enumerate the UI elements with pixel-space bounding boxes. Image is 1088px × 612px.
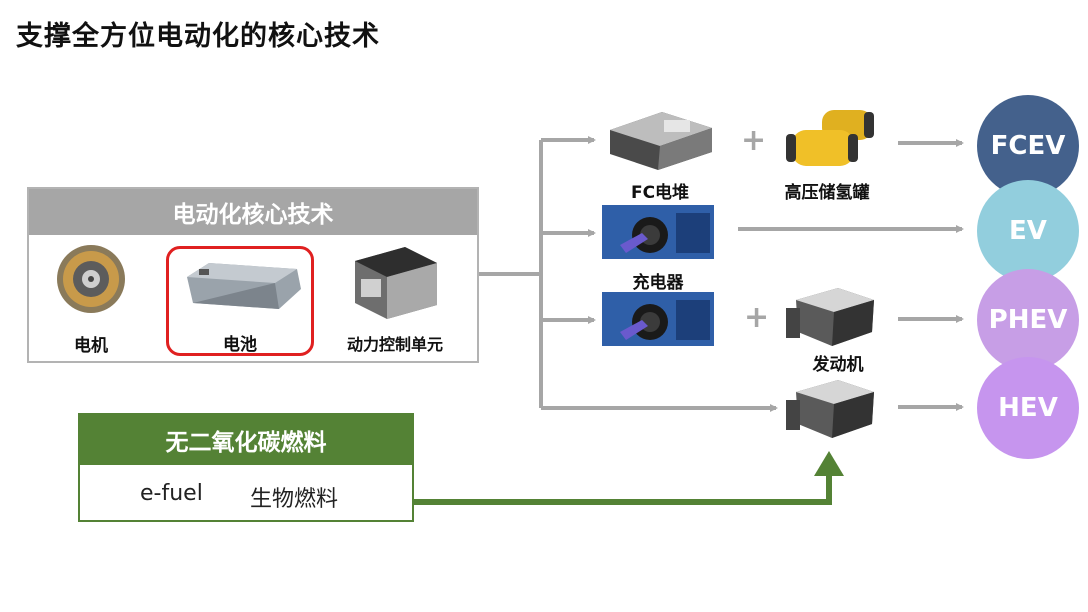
vehicle-ev: EV (977, 180, 1079, 282)
plus-sign-1: + (741, 123, 767, 158)
battery-icon (179, 255, 304, 315)
charger-icon (602, 205, 714, 259)
battery-label: 电池 (223, 335, 257, 355)
fuel-item-efuel: e-fuel (140, 481, 203, 506)
motor-label: 电机 (74, 336, 108, 356)
charger-icon-2 (602, 292, 714, 346)
charger-label: 充电器 (632, 273, 684, 293)
hydrogen-tank-label: 高压储氢罐 (784, 183, 870, 203)
power-control-unit-icon (345, 241, 443, 323)
power-control-unit-label: 动力控制单元 (346, 335, 443, 354)
vehicle-hev: HEV (977, 357, 1079, 459)
core-technology-panel: 电动化核心技术 电机 电池 动力控制单元 (27, 187, 479, 363)
engine-icon-2 (782, 374, 882, 442)
engine-icon (782, 282, 882, 350)
fc-stack-label: FC电堆 (630, 183, 690, 203)
battery-highlight (166, 246, 314, 356)
core-technology-header: 电动化核心技术 (29, 189, 477, 235)
hydrogen-tank-icon (784, 106, 876, 170)
co2-free-fuel-panel: 无二氧化碳燃料 e-fuel 生物燃料 (78, 413, 414, 522)
vehicle-phev: PHEV (977, 269, 1079, 371)
motor-icon (51, 241, 131, 319)
fc-stack-icon (604, 106, 716, 172)
plus-sign-2: + (744, 300, 770, 335)
fuel-item-biofuel: 生物燃料 (250, 487, 339, 512)
engine-label: 发动机 (812, 355, 864, 375)
co2-free-fuel-header: 无二氧化碳燃料 (80, 415, 412, 465)
page-title: 支撑全方位电动化的核心技术 (16, 21, 380, 52)
